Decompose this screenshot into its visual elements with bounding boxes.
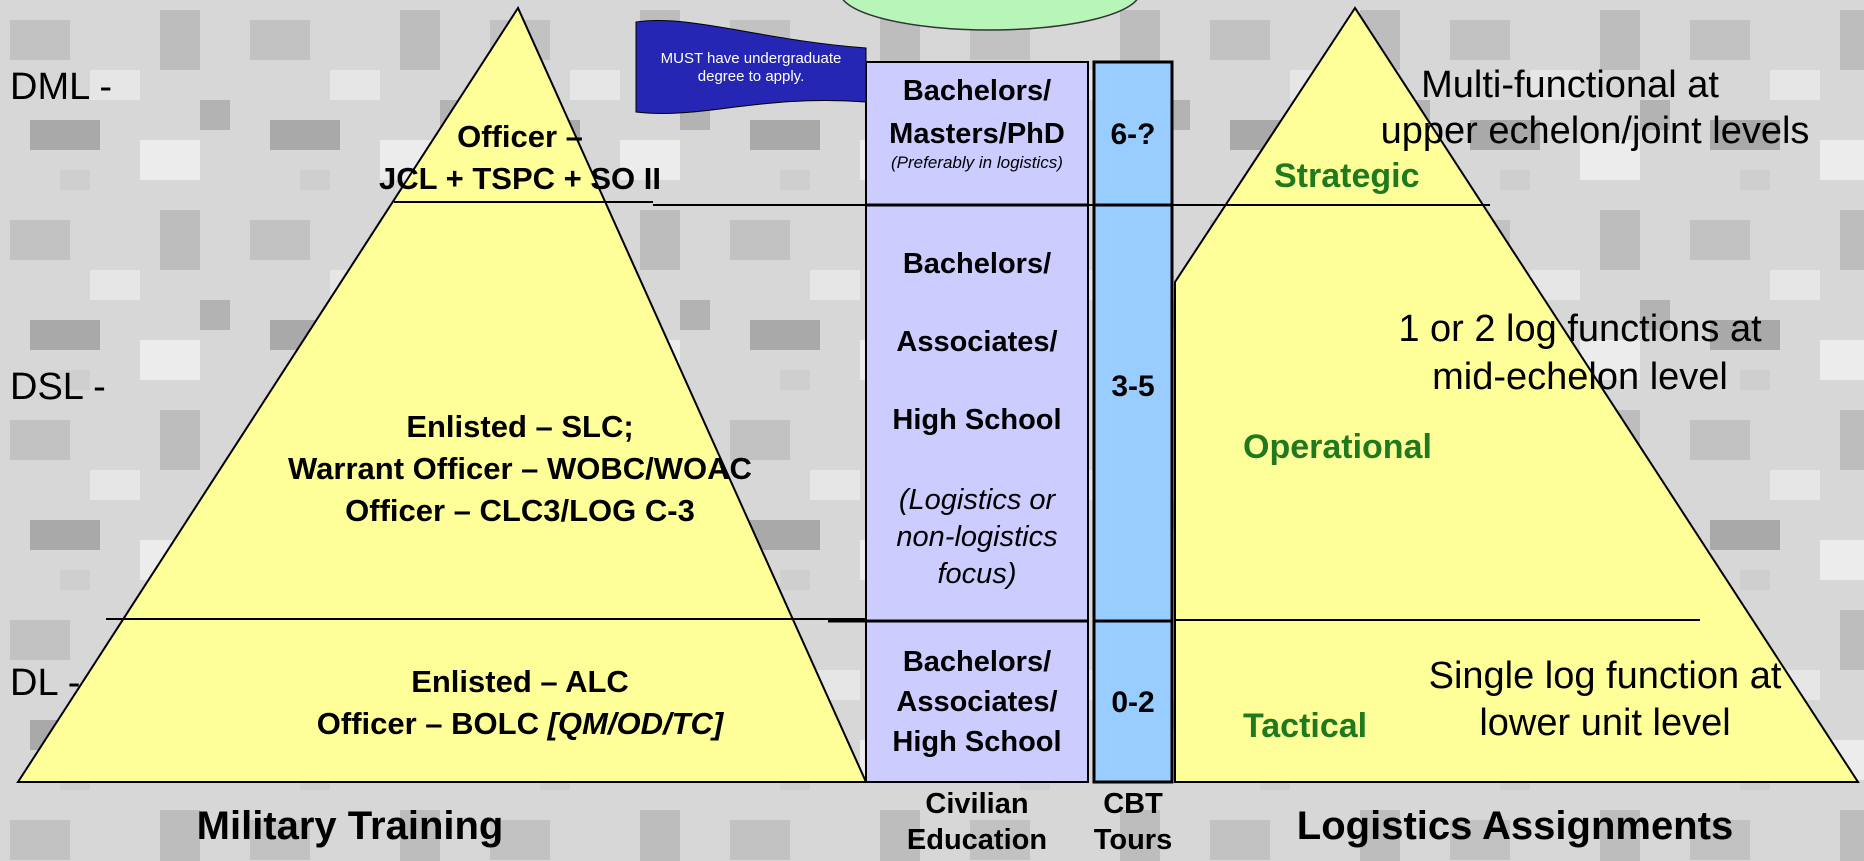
civ-top-note: (Preferably in logistics): [891, 153, 1063, 172]
civ-top-line2: Masters/PhD: [889, 118, 1065, 150]
civ-bottom: Bachelors/ Associates/ High School: [866, 642, 1088, 762]
cloud-shape: [842, 0, 1138, 31]
logistics-assignments-pyramid: [1174, 6, 1860, 783]
mil-bottom-line1: Enlisted – ALC: [411, 664, 629, 699]
mil-top-line2: JCL + TSPC + SO II: [379, 161, 661, 196]
tours-header-line1: CBT: [1103, 788, 1163, 820]
cbt-tours-header: CBT Tours: [1088, 786, 1178, 858]
mil-middle-line3: Officer – CLC3/LOG C-3: [345, 493, 695, 528]
requirement-flag: [635, 19, 867, 115]
mil-bottom-line2-italic: [QM/OD/TC]: [547, 706, 724, 741]
civ-middle-line1: Bachelors/: [902, 248, 1052, 280]
civilian-education-column: [865, 61, 1089, 783]
civilian-education-header: Civilian Education: [866, 786, 1088, 858]
mil-bottom-line2: Officer – BOLC [QM/OD/TC]: [220, 705, 820, 742]
civ-middle-line3: High School: [892, 404, 1062, 436]
log-bottom-line2: lower unit level: [1479, 702, 1731, 744]
cbt-tours-column: [1092, 60, 1174, 784]
mil-top-line1: Officer –: [457, 119, 583, 154]
civ-bottom-line3: High School: [892, 726, 1062, 758]
civ-header-line2: Education: [906, 824, 1048, 856]
tactical-label: Tactical: [1243, 707, 1368, 745]
flag-note: MUST have undergraduate degree to apply.: [636, 50, 866, 86]
log-middle-line1: 1 or 2 log functions at: [1398, 308, 1762, 350]
flag-note-line2: degree to apply.: [697, 68, 805, 85]
mil-middle-line1: Enlisted – SLC;: [406, 409, 634, 444]
log-middle-line2: mid-echelon level: [1432, 356, 1728, 398]
civ-middle-line2: Associates/: [896, 326, 1058, 358]
log-top-line2: upper echelon/joint levels: [1380, 110, 1810, 152]
civ-top-line1: Bachelors/: [902, 75, 1052, 107]
tours-middle: 3-5: [1111, 370, 1155, 403]
operational-label: Operational: [1243, 428, 1432, 466]
civ-middle-note3: focus): [937, 558, 1017, 590]
logistics-assignments-title: Logistics Assignments: [1296, 804, 1734, 848]
military-training-pyramid: [16, 5, 868, 783]
civ-header-line1: Civilian: [925, 788, 1029, 820]
civ-middle-note1: (Logistics or: [898, 484, 1056, 516]
civ-middle-note2: non-logistics: [896, 521, 1058, 553]
log-bottom-line1: Single log function at: [1428, 655, 1782, 697]
level-label-dml: DML -: [10, 66, 113, 108]
level-label-dl: DL -: [10, 662, 81, 704]
mil-bottom-line2-prefix: Officer – BOLC: [316, 706, 548, 741]
civ-middle-note: (Logistics or non-logistics focus): [866, 482, 1088, 593]
log-top-line1: Multi-functional at: [1421, 64, 1719, 106]
flag-note-line1: MUST have undergraduate: [660, 50, 842, 67]
mil-middle-line2: Warrant Officer – WOBC/WOAC: [288, 451, 752, 486]
tours-bottom: 0-2: [1111, 686, 1155, 719]
civ-bottom-line1: Bachelors/: [902, 646, 1052, 678]
tours-top: 6-?: [1110, 118, 1156, 151]
level-label-dsl: DSL -: [10, 366, 106, 408]
strategic-label: Strategic: [1274, 157, 1420, 195]
civ-bottom-line2: Associates/: [896, 686, 1058, 718]
tours-header-line2: Tours: [1093, 824, 1173, 856]
military-training-title: Military Training: [196, 804, 504, 848]
